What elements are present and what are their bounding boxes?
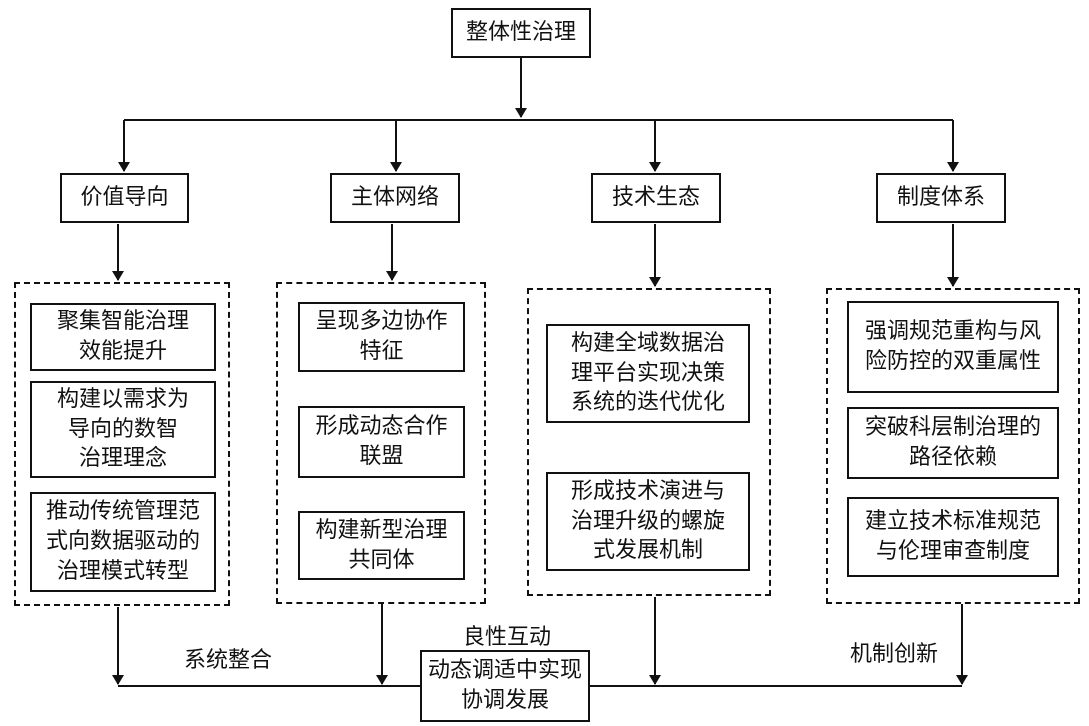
item-text: 形成动态合作 联盟 [315, 414, 448, 469]
item-institution-3: 建立技术标准规范 与伦理审查制度 [847, 497, 1059, 577]
group-actor-network [276, 282, 486, 604]
item-value-1: 聚集智能治理 效能提升 [30, 303, 216, 371]
item-text: 呈现多边协作 特征 [315, 309, 448, 364]
item-text: 突破科层制治理的 路径依赖 [864, 415, 1041, 470]
item-value-3: 推动传统管理范 式向数据驱动的 治理模式转型 [30, 492, 216, 592]
item-text: 构建新型治理 共同体 [315, 517, 448, 573]
item-actor-2: 形成动态合作 联盟 [298, 406, 465, 478]
item-tech-1: 构建全域数据治 理平台实现决策 系统的迭代优化 [546, 324, 750, 423]
item-text: 强调规范重构与风 险防控的双重属性 [864, 319, 1041, 374]
label-system-integration: 系统整合 [184, 648, 273, 673]
item-tech-2: 形成技术演进与 治理升级的螺旋 式发展机制 [546, 472, 750, 571]
item-text: 形成技术演进与 治理升级的螺旋 式发展机制 [570, 478, 725, 564]
item-value-2: 构建以需求为 导向的数智 治理理念 [30, 381, 216, 478]
header-value-orientation: 价值导向 [60, 173, 189, 223]
header-label: 技术生态 [611, 185, 700, 211]
header-label: 制度体系 [896, 185, 985, 211]
group-value-orientation [14, 282, 230, 606]
header-actor-network: 主体网络 [330, 173, 460, 223]
label-positive-interaction: 良性互动 [463, 625, 552, 650]
item-text: 构建以需求为 导向的数智 治理理念 [56, 386, 189, 472]
item-text: 构建全域数据治 理平台实现决策 系统的迭代优化 [570, 330, 725, 416]
item-text: 建立技术标准规范 与伦理审查制度 [864, 509, 1041, 564]
item-institution-1: 强调规范重构与风 险防控的双重属性 [847, 301, 1059, 393]
outcome-title: 动态调适中实现 协调发展 [428, 658, 583, 713]
header-label: 价值导向 [80, 185, 169, 211]
group-institution-system [826, 288, 1080, 604]
header-institution-system: 制度体系 [876, 173, 1006, 223]
item-actor-1: 呈现多边协作 特征 [298, 302, 465, 372]
item-institution-2: 突破科层制治理的 路径依赖 [847, 407, 1059, 479]
header-tech-ecosystem: 技术生态 [591, 173, 721, 223]
item-actor-3: 构建新型治理 共同体 [298, 511, 465, 580]
item-text: 聚集智能治理 效能提升 [56, 309, 189, 364]
label-mechanism-innovation: 机制创新 [850, 642, 939, 667]
root-title: 整体性治理 [465, 20, 576, 46]
header-label: 主体网络 [350, 185, 439, 211]
group-tech-ecosystem [527, 288, 771, 596]
outcome-node: 动态调适中实现 协调发展 [420, 650, 590, 722]
root-node: 整体性治理 [451, 8, 591, 58]
item-text: 推动传统管理范 式向数据驱动的 治理模式转型 [45, 499, 200, 584]
